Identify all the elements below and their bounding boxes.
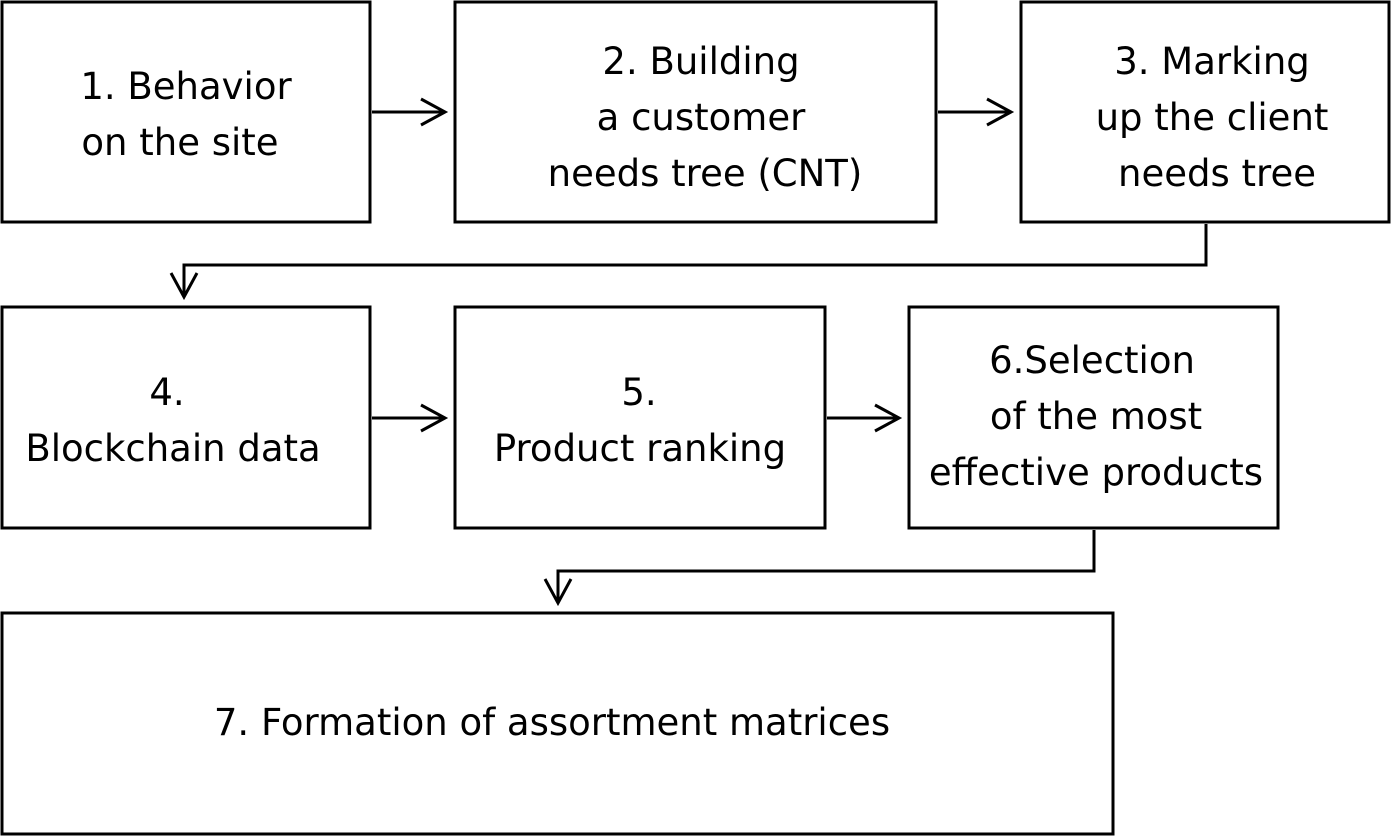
step-2-line-3: needs tree (CNT) [548,152,863,195]
arrow-1-to-2 [372,97,449,127]
step-7-box: 7. Formation of assortment matrices [0,611,1115,836]
step-1-line-2: on the site [81,121,278,164]
step-3-line-1: 3. Marking [1114,40,1310,83]
step-5-line-1: 5. [621,371,656,414]
step-4-line-2: Blockchain data [25,427,320,470]
step-1-rect [0,0,372,224]
step-7-line-1: 7. Formation of assortment matrices [214,701,890,744]
step-6-line-1: 6.Selection [989,339,1195,382]
step-3-rect [1019,0,1391,224]
step-5-box: 5. Product ranking [453,305,827,530]
step-2-rect [453,0,938,224]
arrow-6-to-7 [543,530,1096,607]
step-6-line-3: effective products [929,451,1263,494]
step-6-line-2: of the most [990,395,1202,438]
arrow-3-to-4 [169,224,1208,301]
step-7-rect [0,611,1115,836]
step-5-rect [453,305,827,530]
step-4-line-1: 4. [149,371,184,414]
step-6-rect [907,305,1280,530]
step-2-line-2: a customer [597,96,806,139]
step-3-box: 3. Marking up the client needs tree [1019,0,1391,224]
step-5-line-2: Product ranking [494,427,786,470]
step-2-box: 2. Building a customer needs tree (CNT) [453,0,938,224]
arrow-4-to-5 [372,403,449,433]
step-4-box: 4. Blockchain data [0,305,372,530]
step-2-line-1: 2. Building [602,40,799,83]
step-3-line-3: needs tree [1118,152,1316,195]
step-1-line-1: 1. Behavior [80,65,292,108]
arrow-5-to-6 [827,403,903,433]
step-3-line-2: up the client [1096,96,1329,139]
step-6-box: 6.Selection of the most effective produc… [907,305,1280,530]
arrow-2-to-3 [938,97,1015,127]
step-1-box: 1. Behavior on the site [0,0,372,224]
step-4-rect [0,305,372,530]
